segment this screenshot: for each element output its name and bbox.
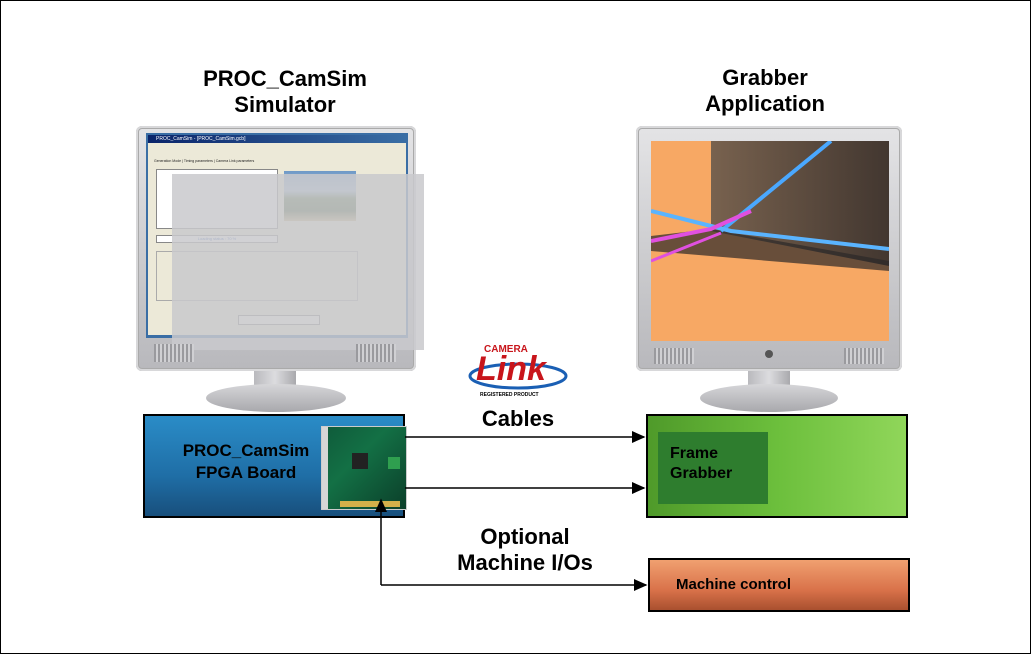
right-speaker <box>844 348 884 364</box>
machine-control-label: Machine control <box>676 576 792 593</box>
optional-io-label: Optional Machine I/Os <box>457 524 593 575</box>
cables-label: Cables <box>481 406 555 431</box>
monitor-base <box>206 384 346 412</box>
machine-control-box: Machine control <box>648 558 910 612</box>
fpga-board-photo <box>321 426 407 510</box>
camera-link-icon <box>468 362 568 390</box>
fpga-board-label: PROC_CamSim FPGA Board <box>182 441 310 482</box>
grabber-image <box>651 141 889 341</box>
logo-link-text: Link <box>476 350 546 388</box>
screen-overlay-grey <box>172 174 424 350</box>
left-speaker <box>654 348 694 364</box>
right-speaker <box>356 344 396 362</box>
fpga-board-box: PROC_CamSim FPGA Board <box>143 414 407 518</box>
simulator-monitor: PROC_CamSim - [PROC_CamSim.gcb] Generati… <box>136 126 428 426</box>
monitor-base <box>700 384 838 412</box>
camera-link-logo: CAMERA Link REGISTERED PRODUCT <box>462 340 574 402</box>
board-bracket <box>322 427 328 509</box>
camsim-tabs: Generation Mode | Timing parameters | Ca… <box>154 159 255 163</box>
logo-camera-text: CAMERA <box>484 344 528 355</box>
frame-grabber-box: Frame Grabber <box>646 414 908 518</box>
grabber-monitor <box>636 126 916 426</box>
frame-grabber-label: Frame Grabber <box>670 445 733 482</box>
camsim-titlebar: PROC_CamSim - [PROC_CamSim.gcb] <box>148 135 406 143</box>
board-connector <box>388 457 400 469</box>
board-chip <box>352 453 368 469</box>
left-speaker <box>154 344 194 362</box>
grabber-title: Grabber Application <box>705 65 825 116</box>
grabber-screen <box>651 141 889 341</box>
frame-grabber-inner <box>658 432 768 504</box>
logo-registered-text: REGISTERED PRODUCT <box>480 392 539 398</box>
simulator-title: PROC_CamSim Simulator <box>203 66 367 117</box>
board-edge-connector <box>340 501 400 507</box>
power-button <box>765 350 773 358</box>
